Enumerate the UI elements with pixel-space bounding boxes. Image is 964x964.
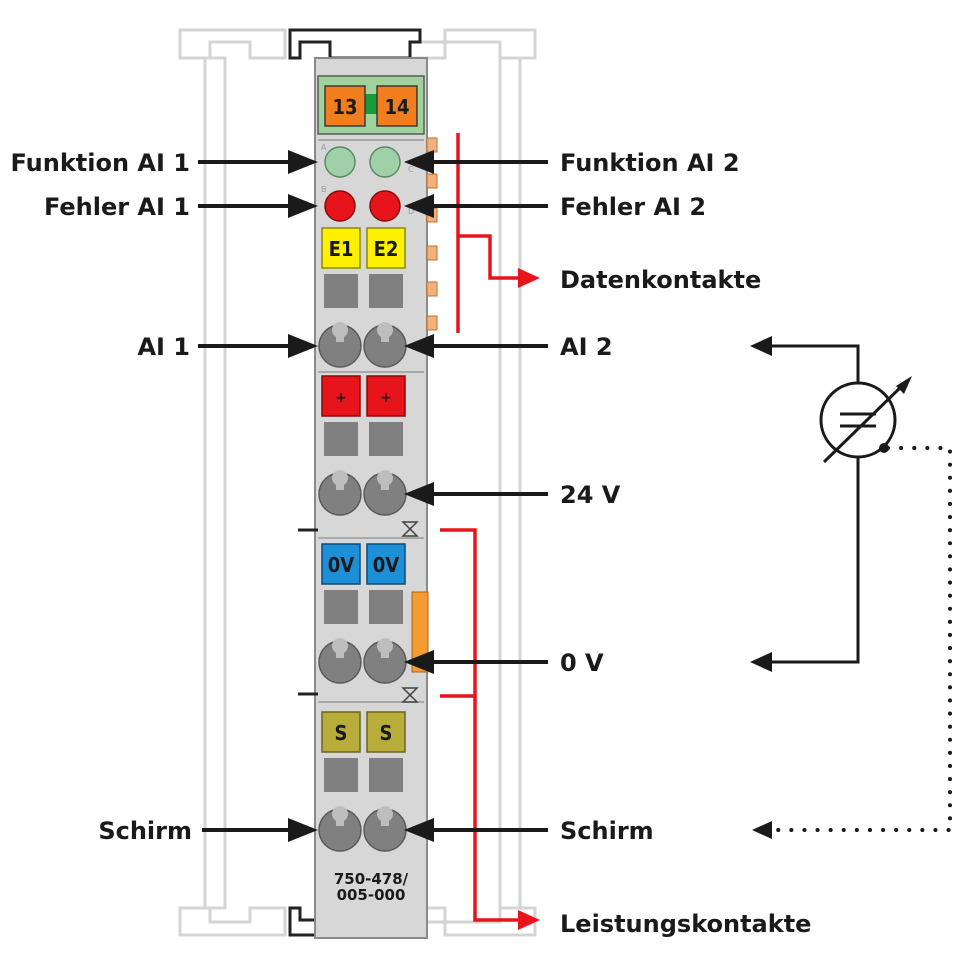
led-error-ai1: [324, 190, 356, 222]
label-funktion-ai2: Funktion AI 2: [560, 149, 740, 177]
label-funktion-ai1: Funktion AI 1: [10, 149, 190, 177]
data-contacts-arrowhead: [518, 268, 540, 288]
arrow-ai2: [404, 334, 434, 358]
sensor-wiring: [770, 344, 860, 664]
led-function-ai2: [369, 146, 401, 178]
connector-label-14: 14: [384, 95, 409, 119]
marker-plus-1: +: [335, 390, 347, 406]
arrow-funktion-ai2: [404, 150, 434, 174]
label-0v: 0 V: [560, 649, 604, 677]
arrow-24v: [404, 482, 434, 506]
label-24v: 24 V: [560, 481, 621, 509]
marker-e2: E2: [374, 237, 399, 261]
led-letter-d: D: [408, 207, 414, 216]
power-contacts-bracket: [440, 528, 520, 922]
marker-plus-2: +: [380, 390, 392, 406]
led-letter-a: A: [321, 143, 327, 152]
arrow-sensor-top: [750, 336, 772, 356]
arrow-0v: [404, 650, 434, 674]
label-ai2: AI 2: [560, 333, 613, 361]
arrow-fehler-ai2: [404, 194, 434, 218]
model-number-line2: 005-000: [337, 886, 406, 904]
arrow-sensor-bottom: [750, 652, 772, 672]
led-function-ai1: [324, 146, 356, 178]
power-contacts-arrowhead: [518, 910, 540, 930]
led-error-ai2: [369, 190, 401, 222]
led-letter-b: B: [321, 185, 327, 194]
sensor-symbol-icon: [819, 376, 912, 464]
model-number-line1: 750-478/: [334, 870, 409, 888]
arrow-schirm-left: [288, 818, 318, 842]
connector-label-13: 13: [332, 95, 357, 119]
marker-0v-2: 0V: [373, 553, 400, 577]
label-fehler-ai1: Fehler AI 1: [44, 193, 190, 221]
label-schirm-left: Schirm: [98, 817, 192, 845]
label-datenkontakte: Datenkontakte: [560, 266, 761, 294]
arrow-ai1: [288, 334, 318, 358]
led-letter-c: C: [408, 165, 414, 174]
label-fehler-ai2: Fehler AI 2: [560, 193, 706, 221]
arrow-funktion-ai1: [288, 150, 318, 174]
din-rail-outline: [178, 28, 537, 937]
label-schirm-right: Schirm: [560, 817, 654, 845]
marker-0v-1: 0V: [328, 553, 355, 577]
marker-s-2: S: [380, 721, 393, 745]
label-ai1: AI 1: [137, 333, 190, 361]
arrow-schirm-right: [404, 818, 434, 842]
arrow-shield-dotted: [752, 821, 772, 839]
shield-dotted-line: [773, 446, 952, 832]
marker-s-1: S: [335, 721, 348, 745]
marker-e1: E1: [329, 237, 354, 261]
data-contacts-bracket: [456, 133, 520, 333]
arrow-fehler-ai1: [288, 194, 318, 218]
label-leistungskontakte: Leistungskontakte: [560, 910, 811, 938]
